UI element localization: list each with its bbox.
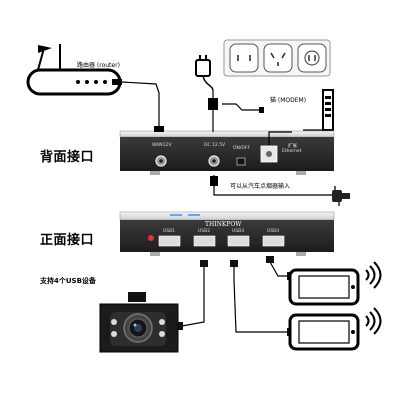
wan-port[interactable] <box>155 155 167 167</box>
wall-outlet-icon <box>223 39 331 77</box>
car-lighter-label: 可以从汽车点烟器输入 <box>230 183 291 190</box>
power-adapter-icon <box>195 55 214 91</box>
switch-label: ON/OFF <box>233 146 251 151</box>
usb4-label: USB4 <box>267 229 280 234</box>
dc-port-label: DC 12.5V <box>204 143 226 148</box>
usb-ports <box>158 235 285 247</box>
wire-plugs <box>154 98 264 186</box>
ethernet-port-center <box>266 151 272 157</box>
ethernet-label: Ethernet <box>282 149 302 154</box>
front-panel-label: 正面接口 <box>40 233 95 248</box>
usb2-port[interactable] <box>193 235 216 247</box>
router-label: 路由器 (router) <box>77 62 120 69</box>
wireless-signal-icon-2 <box>365 307 382 335</box>
back-panel-device <box>119 130 335 175</box>
usb2-label: USB2 <box>198 229 211 234</box>
router-icon <box>26 44 122 96</box>
usb-support-label: 支持4个USB设备 <box>40 277 96 285</box>
modem-label: 猫 (MODEM) <box>270 97 307 104</box>
usb1-label: USB1 <box>163 229 176 234</box>
wan-port-label: WAN12V <box>152 143 172 148</box>
front-panel-device <box>119 211 335 256</box>
back-panel-label: 背面接口 <box>40 150 95 165</box>
usb1-port[interactable] <box>158 235 181 247</box>
usb3-label: USB3 <box>232 229 245 234</box>
phone-icon-2 <box>288 313 360 351</box>
brand-label: THINKPOW <box>205 221 242 228</box>
car-plug-icon <box>332 186 350 206</box>
ethernet-label-cn: 扩展 <box>288 144 297 149</box>
dc-port[interactable] <box>208 155 220 167</box>
usb4-port[interactable] <box>262 235 285 247</box>
modem-icon <box>322 89 334 131</box>
front-wires <box>181 261 292 333</box>
wireless-signal-icon <box>365 261 382 289</box>
phone-icon <box>288 268 360 306</box>
power-switch[interactable] <box>236 157 246 166</box>
dashcam-icon <box>99 292 179 353</box>
usb3-port[interactable] <box>227 235 250 247</box>
